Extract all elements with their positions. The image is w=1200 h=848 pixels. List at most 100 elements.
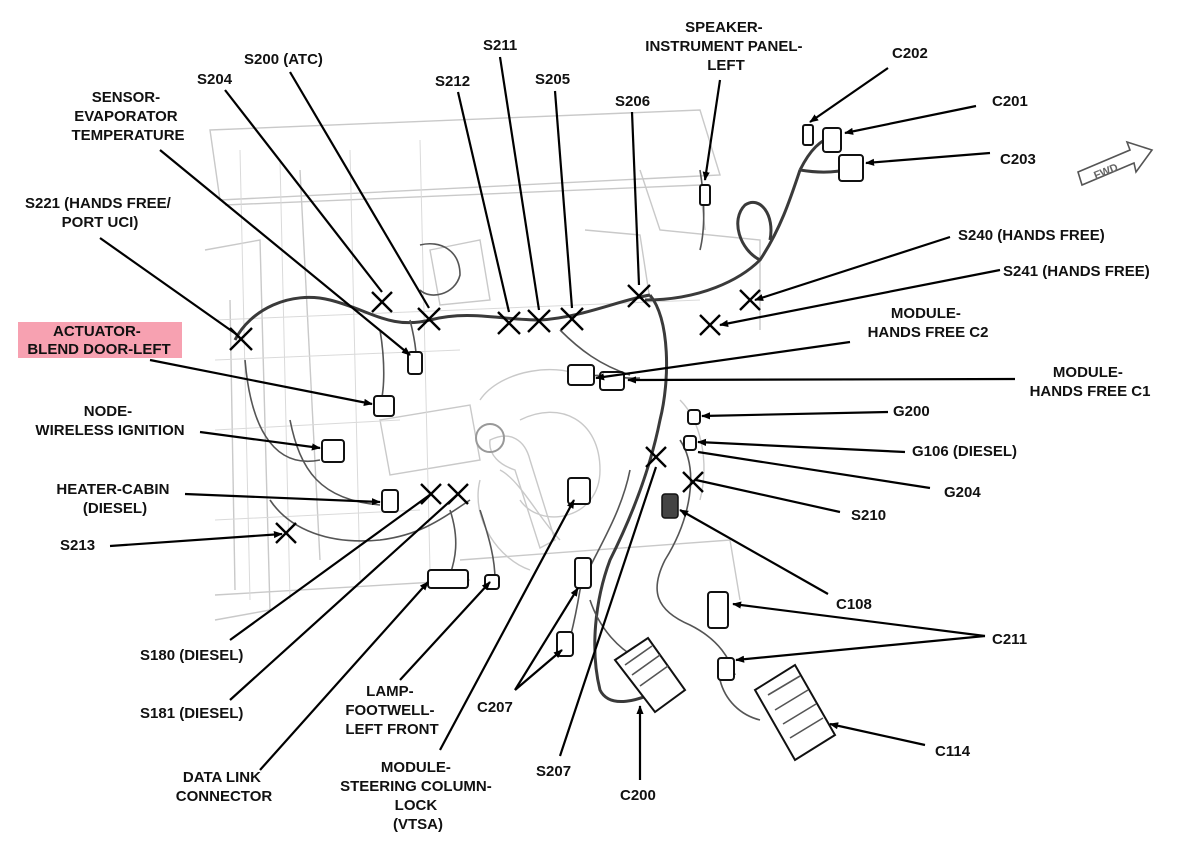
label-heater-cabin-diesel: HEATER-CABIN (DIESEL): [56, 481, 173, 517]
leader-s213: [109, 530, 283, 548]
s213-splice-mark: [275, 522, 297, 544]
label-s206: S206: [615, 93, 650, 110]
leader-lines: [99, 56, 1016, 780]
leader-s200: [289, 71, 430, 309]
lamp-footwell-body: [484, 574, 500, 590]
c203-connector: [838, 154, 864, 182]
label-actuator-blend-door-left: ACTUATOR- BLEND DOOR-LEFT: [27, 323, 170, 358]
leader-sensor-evap: [159, 149, 411, 356]
c202-connector: [802, 124, 814, 146]
c114-module: [753, 663, 837, 762]
leader-g106: [697, 438, 906, 454]
leader-s240: [754, 235, 951, 302]
c108-connector: [661, 493, 679, 519]
s211-splice-mark: [527, 309, 551, 333]
s204-splice-mark: [371, 291, 393, 313]
speaker-connector: [699, 184, 711, 206]
leader-g204: [697, 450, 931, 490]
label-g200: G200: [893, 403, 930, 420]
leader-s211: [498, 56, 541, 311]
g200-terminal: [687, 409, 701, 425]
leader-s221: [99, 237, 237, 335]
label-s200-atc: S200 (ATC): [244, 51, 323, 68]
s240-splice-mark: [739, 289, 761, 311]
leader-c211-a: [732, 601, 986, 638]
module-steering-connector: [567, 477, 591, 505]
leader-heater: [184, 492, 381, 506]
label-c203: C203: [1000, 151, 1036, 168]
sensor-evap-connector: [407, 351, 423, 375]
leader-s180: [229, 493, 432, 641]
label-lamp-footwell-left-front: LAMP- FOOTWELL- LEFT FRONT: [345, 683, 438, 738]
leader-s207: [558, 466, 658, 757]
label-c202: C202: [892, 45, 928, 62]
leader-c201: [844, 104, 977, 135]
splice-marks: [229, 284, 761, 544]
label-speaker-ip-left: SPEAKER- INSTRUMENT PANEL- LEFT: [645, 19, 806, 74]
leader-c202: [809, 67, 889, 123]
label-sensor-evaporator-temperature: SENSOR- EVAPORATOR TEMPERATURE: [71, 89, 184, 144]
leader-s181: [229, 493, 459, 701]
leader-hf-c1: [627, 376, 1016, 384]
label-s181-diesel: S181 (DIESEL): [140, 705, 243, 722]
s205-splice-mark: [560, 307, 584, 331]
instrument-panel-structure: [204, 109, 761, 621]
s206-splice-mark: [627, 284, 651, 308]
leader-c108: [679, 509, 829, 595]
leader-s206: [630, 111, 641, 286]
steering-column: [489, 435, 556, 550]
leader-node-wireless: [199, 430, 321, 451]
c211-connector-lower: [717, 657, 735, 681]
leader-s212: [456, 91, 511, 313]
node-wireless-connector: [321, 439, 345, 463]
leader-c211-b: [735, 634, 986, 663]
c211-connector-upper: [707, 591, 729, 629]
label-node-wireless-ignition: NODE- WIRELESS IGNITION: [35, 403, 184, 439]
leader-c207-a: [514, 587, 579, 691]
module-hf-c2-connector: [567, 364, 595, 386]
label-c207: C207: [477, 699, 513, 716]
leader-c207-b: [514, 649, 563, 691]
label-s204: S204: [197, 71, 233, 88]
data-link-connector-body: [427, 569, 469, 589]
label-s205: S205: [535, 71, 570, 88]
label-s207: S207: [536, 763, 571, 780]
label-s240: S240 (HANDS FREE): [958, 227, 1105, 244]
leader-s204: [224, 89, 383, 293]
leader-hf-c2: [595, 340, 851, 381]
leader-lamp: [399, 581, 491, 681]
leader-c203: [865, 151, 991, 166]
label-c201: C201: [992, 93, 1028, 110]
label-s180-diesel: S180 (DIESEL): [140, 647, 243, 664]
c207-connector-upper: [574, 557, 592, 589]
actuator-highlight: [18, 322, 182, 358]
s200-splice-mark: [417, 307, 441, 331]
c201-connector: [822, 127, 842, 153]
leader-g200: [701, 410, 889, 420]
label-module-hands-free-c2: MODULE- HANDS FREE C2: [868, 305, 989, 341]
leader-s241: [719, 268, 1001, 327]
label-g204: G204: [944, 484, 981, 501]
s241-splice-mark: [699, 314, 721, 336]
label-c200: C200: [620, 787, 656, 804]
leader-module-steering: [439, 499, 575, 751]
leader-actuator: [149, 358, 373, 406]
label-module-steering-column-lock: MODULE- STEERING COLUMN- LOCK (VTSA): [340, 759, 496, 833]
leader-s205: [553, 90, 574, 309]
components: FWD: [321, 124, 1154, 762]
actuator-blend-connector: [373, 395, 395, 417]
label-g106-diesel: G106 (DIESEL): [912, 443, 1017, 460]
fwd-arrow-icon: [1077, 140, 1154, 187]
g204-splice-mark: [682, 471, 704, 493]
leader-c114: [829, 722, 926, 747]
leader-data-link: [259, 581, 429, 771]
label-s213: S213: [60, 537, 95, 554]
heater-cabin-connector: [381, 489, 399, 513]
label-s241: S241 (HANDS FREE): [1003, 263, 1150, 280]
leader-speaker: [702, 79, 722, 181]
label-s210: S210: [851, 507, 886, 524]
s212-splice-mark: [497, 311, 521, 335]
c200-module: [613, 636, 687, 714]
label-c108: C108: [836, 596, 872, 613]
